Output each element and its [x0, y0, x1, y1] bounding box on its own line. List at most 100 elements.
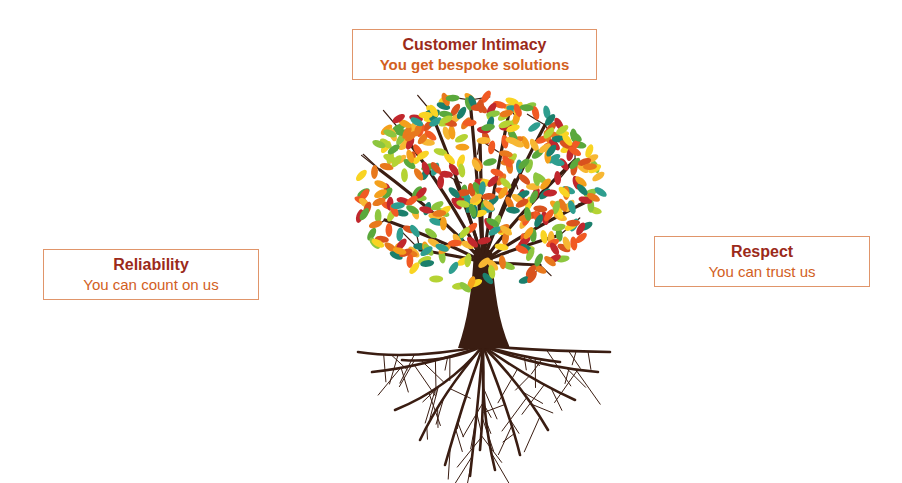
- rootlet: [477, 413, 481, 431]
- leaf: [401, 168, 408, 182]
- leaf: [548, 241, 561, 257]
- leaf: [539, 229, 548, 244]
- rootlet: [421, 360, 443, 382]
- leaf: [517, 172, 532, 186]
- leaf: [457, 225, 471, 240]
- leaf: [455, 105, 468, 120]
- leaf: [412, 167, 425, 182]
- leaf: [408, 223, 422, 238]
- rootlet: [502, 398, 527, 432]
- tree-trunk: [458, 250, 510, 348]
- tree-roots: [358, 346, 610, 483]
- leaf: [440, 217, 447, 231]
- leaf: [470, 158, 483, 174]
- leaf: [415, 149, 431, 162]
- leaf: [470, 104, 484, 111]
- leaf: [406, 254, 414, 268]
- rootlet: [531, 360, 542, 375]
- leaf: [368, 219, 383, 230]
- rootlet: [457, 438, 481, 467]
- branch: [483, 160, 575, 262]
- leaf: [522, 225, 536, 240]
- leaf: [519, 104, 533, 112]
- leaf: [532, 213, 544, 229]
- leaf: [489, 167, 504, 178]
- leaf: [447, 239, 462, 247]
- branch: [455, 180, 483, 262]
- leaf: [420, 259, 435, 268]
- branch: [483, 200, 590, 262]
- rootlet: [458, 422, 464, 437]
- leaf: [464, 253, 472, 268]
- leaf: [454, 132, 470, 144]
- leaf: [566, 219, 580, 227]
- twig: [385, 219, 387, 221]
- leaf: [391, 112, 407, 125]
- leaf: [392, 246, 407, 257]
- leaf: [551, 223, 566, 233]
- rootlet: [510, 419, 519, 434]
- twig: [455, 180, 462, 183]
- rootlet: [448, 447, 450, 479]
- rootlet: [547, 350, 571, 386]
- leaf: [445, 94, 459, 102]
- value-description: You get bespoke solutions: [363, 55, 586, 74]
- rootlet: [491, 453, 510, 483]
- tree-leaves: [353, 89, 608, 294]
- leaf: [485, 216, 501, 229]
- leaf: [437, 175, 445, 189]
- rootlet: [456, 429, 463, 451]
- rootlet: [524, 356, 526, 370]
- leaf: [390, 154, 404, 169]
- leaf: [528, 189, 540, 205]
- rootlet: [384, 355, 386, 382]
- leaf: [482, 157, 497, 167]
- leaf: [542, 208, 556, 223]
- rootlet: [565, 369, 569, 384]
- rootlet: [484, 405, 505, 413]
- twig: [363, 154, 380, 170]
- value-description: You can count on us: [54, 275, 248, 294]
- rootlet: [482, 418, 493, 451]
- value-box: ReliabilityYou can count on us: [43, 249, 259, 300]
- leaf: [382, 128, 397, 139]
- root: [395, 346, 483, 410]
- leaf: [523, 206, 532, 221]
- leaf: [487, 140, 496, 155]
- leaf: [517, 157, 532, 172]
- root: [483, 346, 520, 455]
- value-heading: Customer Intimacy: [363, 35, 586, 55]
- leaf: [498, 255, 506, 270]
- leaf: [429, 160, 443, 175]
- rootlet: [527, 357, 540, 366]
- value-description: You can trust us: [665, 262, 859, 281]
- leaf: [544, 143, 558, 158]
- rootlet: [445, 357, 448, 370]
- leaf: [476, 137, 490, 145]
- leaf: [405, 203, 421, 215]
- rootlet: [523, 392, 543, 403]
- leaf: [487, 264, 496, 279]
- leaf: [371, 138, 387, 150]
- leaf: [514, 197, 530, 210]
- rootlet: [576, 369, 601, 404]
- twig: [515, 180, 518, 189]
- leaf: [554, 123, 569, 136]
- value-box: RespectYou can trust us: [654, 236, 870, 287]
- rootlet: [522, 385, 544, 415]
- rootlet: [569, 351, 581, 368]
- leaf: [391, 202, 406, 210]
- rootlet: [532, 404, 553, 413]
- leaf: [550, 158, 565, 168]
- leaf: [557, 185, 572, 200]
- leaf: [478, 181, 487, 196]
- rootlet: [588, 352, 591, 370]
- value-box: Customer IntimacyYou get bespoke solutio…: [352, 29, 597, 80]
- leaf: [370, 237, 386, 250]
- leaf: [455, 144, 469, 151]
- rootlet: [555, 370, 578, 403]
- rootlet: [401, 368, 408, 392]
- leaf: [505, 123, 520, 134]
- leaf: [409, 115, 425, 128]
